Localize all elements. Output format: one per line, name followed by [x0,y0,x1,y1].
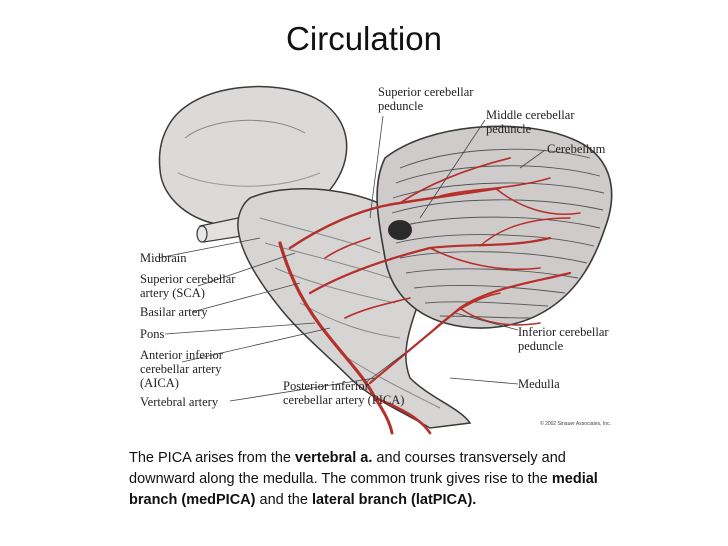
label-midbrain: Midbrain [140,251,187,265]
label-medulla: Medulla [518,377,560,391]
label-inferior-cerebellar-peduncle: Inferior cerebellar peduncle [518,325,609,353]
label-middle-cerebellar-peduncle: Middle cerebellar peduncle [486,108,575,136]
cerebellum-shape [376,125,613,329]
slide-title: Circulation [286,20,442,57]
copyright-notice: © 2002 Sinauer Associates, Inc. [540,421,611,427]
caption-part: The PICA arises from the [129,450,296,466]
brainstem-illustration [157,85,613,435]
caption-bold-medpica: medial branch (medPICA) [129,471,598,508]
caption-bold-vertebral: vertebral a. [295,450,373,466]
brainstem-figure: Superior cerebellar peduncle Middle cere… [100,78,640,438]
caption-part: and courses transversely and downward al… [129,450,566,487]
vertebral-artery-left [373,396,394,435]
label-cerebellum: Cerebellum [547,142,606,156]
caption-part: and the [255,492,312,508]
label-vertebral-artery: Vertebral artery [140,395,219,409]
vertebral-artery-right [373,396,432,435]
label-superior-cerebellar-peduncle: Superior cerebellar peduncle [378,85,474,113]
label-pons: Pons [140,327,165,341]
label-aica: Anterior inferior cerebellar artery (AIC… [140,348,223,390]
label-pica: Posterior inferior cerebellar artery (PI… [283,379,405,407]
label-basilar-artery: Basilar artery [140,305,208,319]
caption-text: The PICA arises from the vertebral a. an… [129,448,629,511]
basilar-artery [278,241,377,400]
label-sca: Superior cerebellar artery (SCA) [140,272,236,300]
caption-bold-latpica: lateral branch (latPICA). [311,492,477,508]
